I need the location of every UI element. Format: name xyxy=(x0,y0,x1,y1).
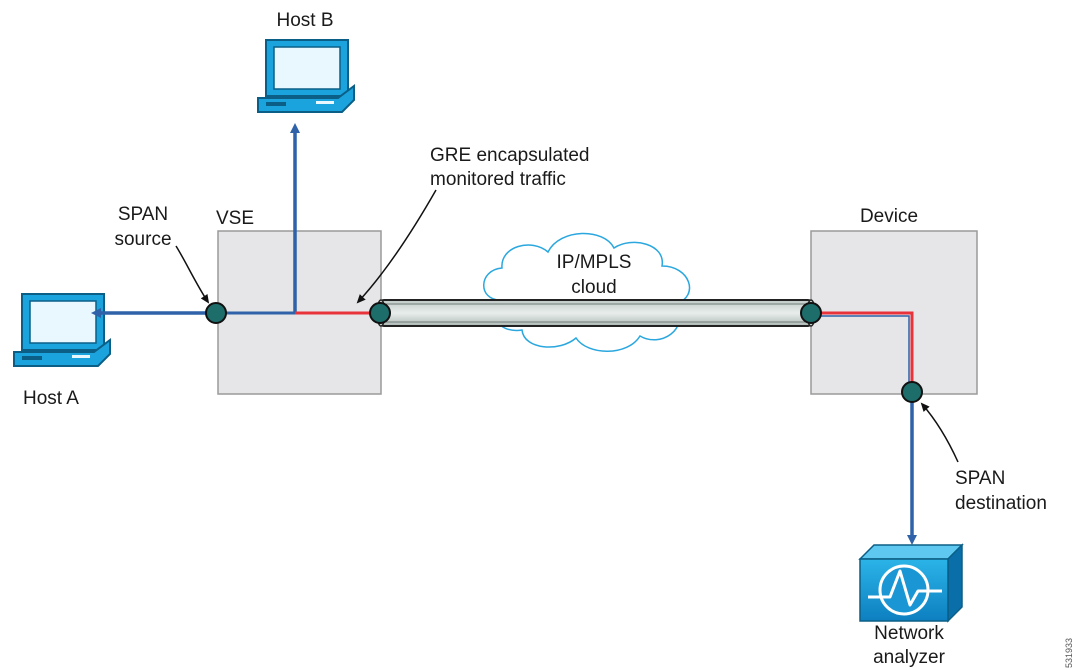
cloud-label-line2: cloud xyxy=(571,277,616,298)
cloud-label-line1: IP/MPLS xyxy=(557,252,632,273)
span-destination-label-line2: destination xyxy=(955,493,1047,514)
figure-id: 531933 xyxy=(1064,638,1074,668)
analyzer-label-line2: analyzer xyxy=(873,647,945,668)
gre-label-line2: monitored traffic xyxy=(430,169,566,190)
gre-callout xyxy=(356,189,437,304)
host-b-label: Host B xyxy=(276,10,333,31)
span-destination-port xyxy=(901,381,923,403)
span-destination-callout xyxy=(920,402,959,463)
span-source-callout xyxy=(175,245,210,304)
span-source-label-line2: source xyxy=(114,229,171,250)
host-a-icon xyxy=(13,293,111,367)
device-tunnel-port xyxy=(800,302,822,324)
host-b-icon xyxy=(257,39,355,113)
span-destination-label-line1: SPAN xyxy=(955,468,1005,489)
span-source-port xyxy=(205,302,227,324)
vse-tunnel-port xyxy=(369,302,391,324)
network-analyzer-icon xyxy=(858,543,964,623)
span-source-label-line1: SPAN xyxy=(118,204,168,225)
link-device-internal xyxy=(812,311,914,392)
analyzer-label-line1: Network xyxy=(874,623,944,644)
vse-label: VSE xyxy=(216,208,254,229)
host-a-label: Host A xyxy=(23,388,79,409)
device-label: Device xyxy=(860,206,918,227)
gre-label-line1: GRE encapsulated xyxy=(430,145,590,166)
